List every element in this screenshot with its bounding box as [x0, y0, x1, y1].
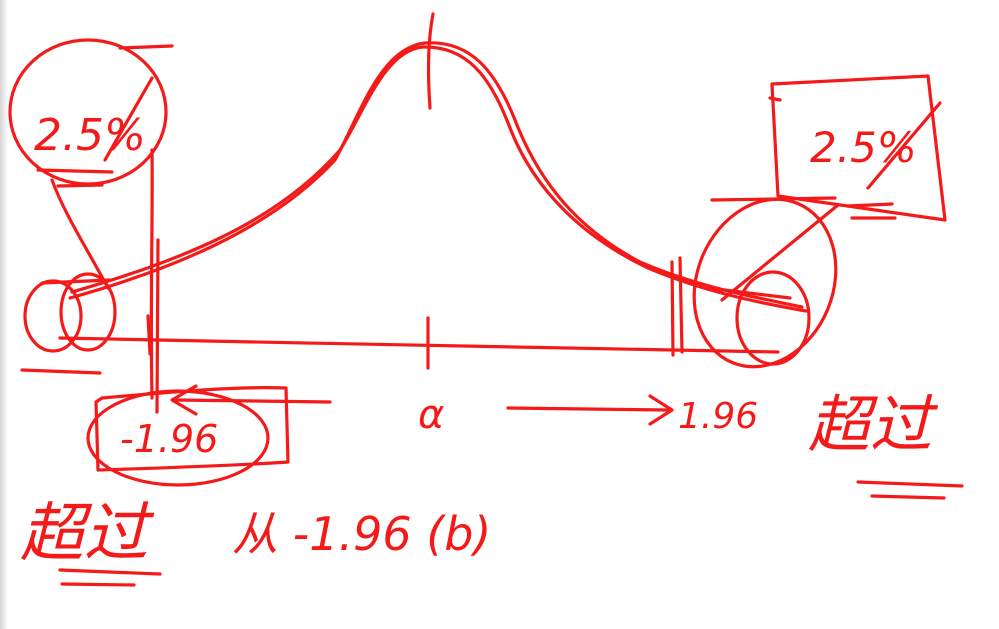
left-bound-oval: [86, 389, 270, 487]
right-box-connector-1: [846, 202, 894, 208]
right-tail-lower-stroke: [706, 286, 792, 300]
center-alpha-label: α: [418, 392, 444, 438]
right-bound-arrow-line: [506, 406, 670, 412]
right-bound-label: 1.96: [678, 396, 758, 437]
center-top-mark: [426, 12, 435, 110]
bell-curve-stroke-1: [68, 41, 804, 309]
right-percent-box: [770, 74, 947, 222]
right-tail-cylinder-top: [710, 196, 837, 202]
right-box-top-stroke: [768, 96, 782, 102]
left-tail-underline: [20, 368, 102, 375]
bottom-formula: 从 -1.96 (b): [232, 507, 491, 561]
left-tail-ellipse-outer: [23, 279, 83, 353]
left-bound-arrow-line: [173, 398, 332, 404]
right-critical-line-2: [678, 256, 684, 354]
left-bubble-underline: [36, 168, 114, 174]
left-tail-ellipse-inner: [59, 272, 117, 352]
left-bubble-top-stroke: [118, 44, 174, 50]
bottom-reject-underline-2: [60, 582, 136, 587]
left-bubble-slash: [103, 76, 154, 162]
right-tail-ellipse-big: [692, 197, 838, 369]
left-bubble-underline-2: [56, 183, 104, 188]
left-critical-tick: [146, 314, 152, 356]
right-tail-ellipse-inner: [735, 270, 811, 366]
canvas-left-edge-shadow: [0, 0, 8, 629]
left-critical-line-2: [149, 148, 154, 400]
left-tail-cylinder-top: [40, 278, 112, 285]
bottom-reject-label: 超过: [20, 497, 155, 571]
left-tail-percent-label: 2.5%: [34, 110, 146, 161]
right-reject-underline-1: [856, 480, 964, 488]
left-bound-arrow-head: [170, 384, 198, 416]
left-callout-arrow: [50, 178, 110, 290]
right-tail-percent-label: 2.5%: [810, 123, 917, 172]
baseline-axis: [58, 336, 780, 354]
right-bound-arrow-head: [648, 394, 674, 426]
left-critical-line-1: [155, 238, 160, 414]
right-reject-label: 超过: [808, 388, 939, 461]
bell-curve-stroke-2: [70, 45, 808, 313]
right-reject-underline-2: [870, 494, 946, 500]
left-bound-label: -1.96: [120, 417, 218, 461]
bottom-reject-underline-1: [58, 568, 162, 576]
right-critical-line-1: [670, 260, 675, 357]
right-tail-cylinder-diag: [720, 203, 840, 302]
right-box-slash: [866, 101, 942, 190]
